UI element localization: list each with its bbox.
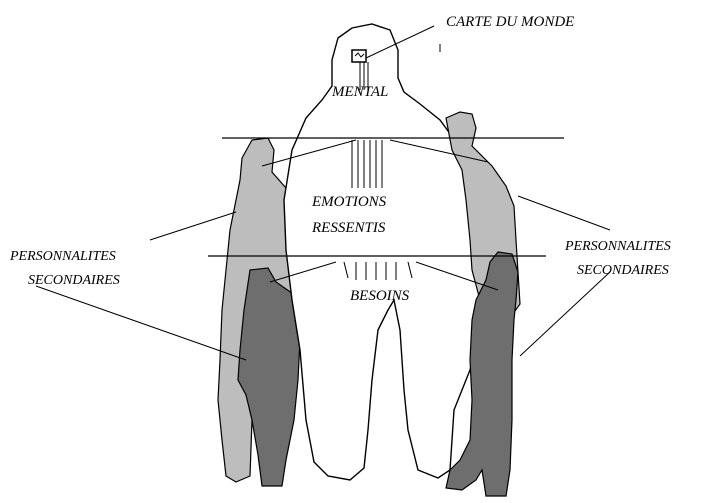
besoins-label: BESOINS (350, 288, 410, 304)
emotions-label: EMOTIONS (311, 194, 387, 210)
ressentis-label: RESSENTIS (311, 220, 386, 236)
world-map-icon (352, 50, 366, 62)
left-personalities-line2: SECONDAIRES (28, 273, 120, 288)
left-personalities-line1: PERSONNALITES (9, 249, 116, 264)
right-personalities-line2: SECONDAIRES (577, 263, 669, 278)
right-personalities-line1: PERSONNALITES (564, 239, 671, 254)
world-map-label: CARTE DU MONDE (446, 14, 574, 30)
mental-label: MENTAL (331, 84, 388, 100)
